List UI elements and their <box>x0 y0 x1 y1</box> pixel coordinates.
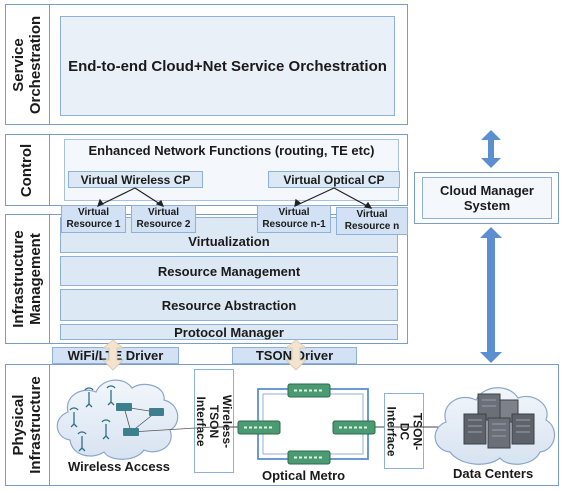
resource-abstraction-block: Resource Abstraction <box>60 289 398 321</box>
cp-links <box>97 187 373 209</box>
wireless-cloud <box>56 379 179 460</box>
virtual-resource-n-1: Virtual Resource n-1 <box>257 205 331 233</box>
driver-arrows <box>101 339 308 371</box>
virtual-resource-2: Virtual Resource 2 <box>131 205 196 233</box>
protocol-manager-block: Protocol Manager <box>60 324 398 340</box>
data-centers-label: Data Centers <box>453 466 534 481</box>
optical-switch-icons <box>237 383 376 465</box>
virtual-optical-cp: Virtual Optical CP <box>268 171 400 188</box>
resource-management-block: Resource Management <box>60 256 398 286</box>
wireless-switch-icons <box>116 403 164 436</box>
service-orchestration-box: End-to-end Cloud+Net Service Orchestrati… <box>60 16 395 116</box>
physical-layer-divider <box>49 364 50 486</box>
enhanced-network-functions-box <box>64 139 399 201</box>
cloud-manager-upper-arrow <box>481 130 501 168</box>
virtual-wireless-cp: Virtual Wireless CP <box>68 171 203 188</box>
optical-metro-label: Optical Metro <box>262 468 346 483</box>
enhanced-network-functions-label: Enhanced Network Functions (routing, TE … <box>88 143 375 158</box>
infra-management-layer-divider <box>49 214 50 344</box>
wireless-access-label: Wireless Access <box>68 459 171 474</box>
antenna-icons <box>69 385 116 452</box>
control-layer-divider <box>49 134 50 206</box>
tson-dc-interface-box <box>384 393 424 469</box>
wireless-tson-interface-box <box>194 369 234 473</box>
cloud-manager-lower-arrow <box>480 227 502 363</box>
cloud-manager-system: Cloud Manager System <box>422 177 552 219</box>
virtual-resource-1: Virtual Resource 1 <box>61 205 126 233</box>
virtual-resource-n: Virtual Resource n <box>336 207 408 235</box>
server-rack-icons <box>463 393 535 449</box>
service-layer-divider <box>49 4 50 125</box>
